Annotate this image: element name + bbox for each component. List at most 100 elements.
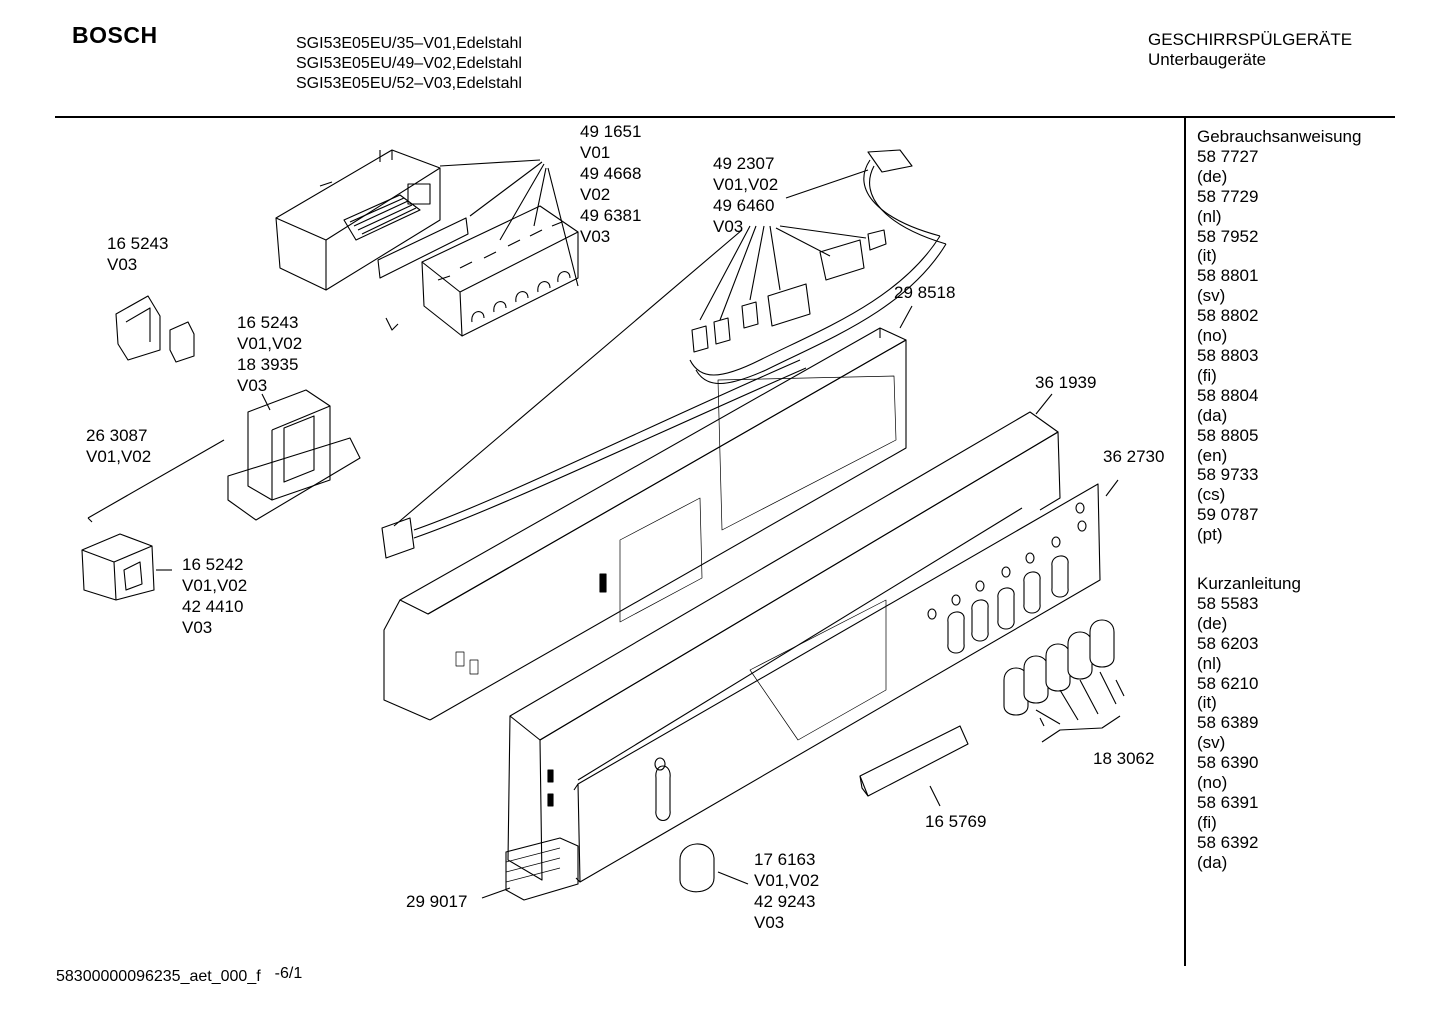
quick-guide-number: 58 6210	[1197, 673, 1259, 693]
wire-harness-drawing	[381, 149, 947, 559]
manual-number: 58 8801	[1197, 266, 1259, 286]
callout-line: 16 5242	[182, 555, 244, 574]
sidebar-divider	[1184, 118, 1186, 966]
callout-line: V02	[580, 185, 611, 204]
rod-drawing	[87, 439, 225, 523]
panel-frame-drawing	[383, 327, 907, 721]
manual-number: 58 8803	[1197, 345, 1259, 365]
appliance-category: GESCHIRRSPÜLGERÄTE Unterbaugeräte	[1148, 30, 1352, 70]
manual-lang: (de)	[1197, 166, 1228, 186]
brand-logo: BOSCH	[72, 22, 158, 48]
callout-line: 17 6163	[754, 850, 816, 869]
manual-lang: (da)	[1197, 405, 1228, 425]
manual-lang: (nl)	[1197, 206, 1222, 226]
quick-guide-title: Kurzanleitung	[1197, 574, 1301, 594]
header-divider	[55, 116, 1395, 118]
quick-guide-lang: (fi)	[1197, 812, 1217, 832]
callout-fascia: 36 2730	[1103, 447, 1165, 466]
control-pcb-drawing	[275, 149, 579, 337]
callout-line: 18 3935	[237, 355, 299, 374]
callout-line: V03	[182, 618, 213, 637]
callout-line: V01	[580, 143, 611, 162]
manual-lang: (fi)	[1197, 365, 1217, 385]
callout-handle-button: 17 6163 V01,V02 42 9243 V03	[754, 849, 819, 933]
quick-guide-lang: (nl)	[1197, 653, 1222, 673]
callout-line: 16 5243	[107, 234, 169, 253]
callout-panel-front: 29 9017	[406, 892, 468, 911]
callout-switch-holder: 16 5243 V01,V02 18 3935 V03	[237, 312, 302, 396]
page-number: -6/1	[274, 965, 303, 982]
quick-guide-lang: (de)	[1197, 613, 1228, 633]
callout-pcb: 49 1651 V01 49 4668 V02 49 6381 V03	[580, 121, 641, 247]
manual-number: 58 7729	[1197, 186, 1259, 206]
handle-button-drawing	[679, 843, 715, 893]
callout-panel-frame: 29 8518	[894, 283, 956, 302]
switch-cover-drawing	[115, 295, 195, 363]
manual-number: 58 8802	[1197, 306, 1259, 326]
callout-buttons: 18 3062	[1093, 749, 1155, 768]
callout-line: 16 5243	[237, 313, 299, 332]
callout-panel-cover: 36 1939	[1035, 373, 1097, 392]
manual-number: 58 7952	[1197, 226, 1259, 246]
callout-line: V01,V02	[182, 576, 248, 595]
callout-main-switch: 16 5242 V01,V02 42 4410 V03	[182, 554, 247, 638]
callout-line: 49 4668	[580, 164, 642, 183]
quick-guide-number: 58 6392	[1197, 832, 1259, 852]
fascia-drawing	[573, 483, 1101, 883]
manual-number: 58 8804	[1197, 385, 1259, 405]
callout-line: V03	[107, 255, 138, 274]
main-switch-drawing	[81, 533, 155, 601]
manual-number: 58 9733	[1197, 465, 1259, 485]
callout-line: V03	[713, 217, 744, 236]
manual-lang: (pt)	[1197, 525, 1223, 545]
category-title: GESCHIRRSPÜLGERÄTE	[1148, 30, 1353, 49]
quick-guide-number: 58 6390	[1197, 753, 1259, 773]
callout-line: V01,V02	[86, 447, 152, 466]
callout-line: 26 3087	[86, 426, 148, 445]
callout-line: V01,V02	[237, 334, 303, 353]
callout-harness: 49 2307 V01,V02 49 6460 V03	[713, 153, 778, 237]
manual-lang: (it)	[1197, 246, 1217, 266]
quick-guide-number: 58 6391	[1197, 793, 1259, 812]
callout-line: 49 6460	[713, 196, 775, 215]
manual-lang: (cs)	[1197, 485, 1226, 505]
callout-line: 42 9243	[754, 892, 816, 911]
callout-line: V03	[237, 376, 268, 395]
quick-guide-lang: (no)	[1197, 773, 1228, 793]
callout-line: V03	[580, 227, 611, 246]
manual-title: Gebrauchsanweisung	[1197, 127, 1362, 146]
callout-line: 49 6381	[580, 206, 642, 225]
model-line: SGI53E05EU/49–V02,Edelstahl	[296, 55, 522, 72]
document-code: 58300000096235_aet_000_f	[56, 968, 261, 985]
category-subtitle: Unterbaugeräte	[1148, 50, 1267, 69]
display-window-drawing	[859, 725, 969, 797]
manual-number: 58 7727	[1197, 146, 1259, 166]
buttons-drawing	[1003, 619, 1115, 716]
quick-guide-lang: (it)	[1197, 693, 1217, 713]
callout-line: 49 1651	[580, 122, 642, 141]
callout-line: 49 2307	[713, 154, 775, 173]
quick-guide-number: 58 5583	[1197, 593, 1259, 613]
manual-number: 59 0787	[1197, 505, 1259, 525]
model-list: SGI53E05EU/35–V01,Edelstahl SGI53E05EU/4…	[296, 34, 522, 94]
manual-number: 58 8805	[1197, 425, 1259, 445]
switch-holder-drawing	[227, 389, 361, 521]
quick-guide-number: 58 6203	[1197, 633, 1259, 653]
manual-lang: (en)	[1197, 445, 1228, 465]
model-line: SGI53E05EU/52–V03,Edelstahl	[296, 75, 522, 92]
panel-cover-drawing	[507, 411, 1061, 881]
model-line: SGI53E05EU/35–V01,Edelstahl	[296, 35, 522, 52]
quick-guide-number: 58 6389	[1197, 713, 1259, 733]
callout-line: 42 4410	[182, 597, 244, 616]
callout-line: V03	[754, 913, 785, 932]
callout-display-window: 16 5769	[925, 812, 987, 831]
manual-lang: (no)	[1197, 326, 1228, 346]
callout-line: V01,V02	[713, 175, 779, 194]
footer: 58300000096235_aet_000_f -6/1	[56, 965, 303, 986]
callout-rod: 26 3087 V01,V02	[86, 425, 151, 467]
quick-guide-lang: (sv)	[1197, 733, 1226, 753]
callout-line: V01,V02	[754, 871, 820, 890]
manual-lang: (sv)	[1197, 286, 1226, 306]
callout-switch-cover: 16 5243 V03	[107, 233, 168, 275]
